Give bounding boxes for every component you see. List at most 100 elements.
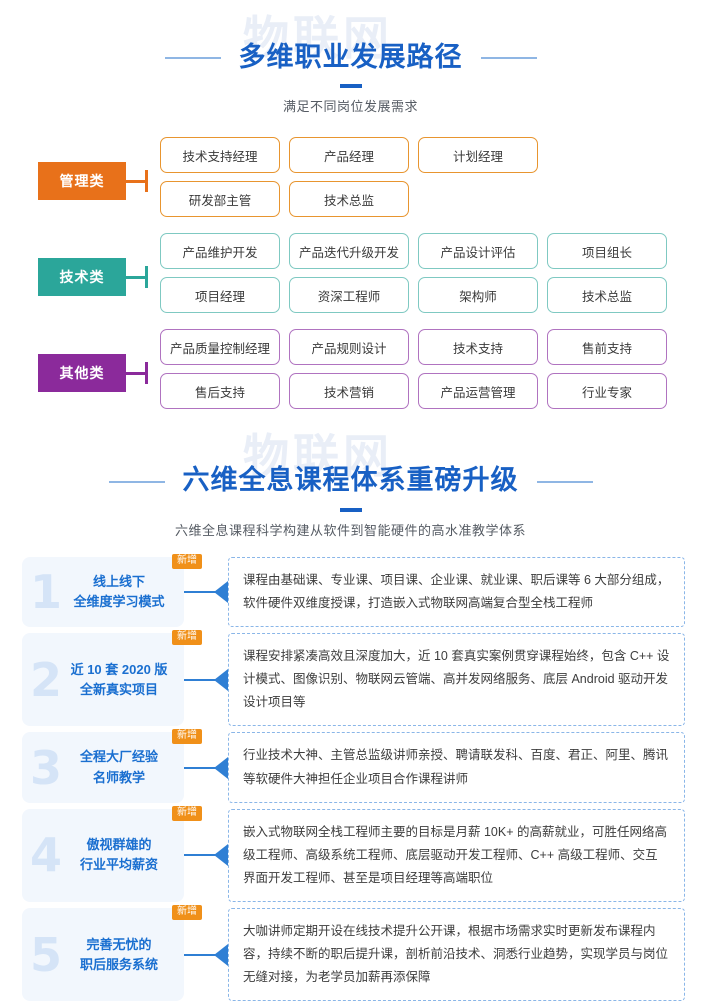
job-role-box[interactable]: 产品经理 (289, 137, 409, 174)
course-title-rule-left (108, 480, 165, 483)
feature-number: 2 (29, 652, 62, 707)
feature-label-line2: 全新真实项目 (79, 681, 158, 697)
career-job-row: 项目经理资深工程师架构师技术总监 (160, 277, 701, 314)
job-role-box[interactable]: 计划经理 (418, 137, 538, 174)
career-job-row: 技术支持经理产品经理计划经理 (160, 137, 701, 174)
feature-label-line1: 傲视群雄的 (86, 837, 152, 853)
feature-description-text: 课程由基础课、专业课、项目课、企业课、就业课、职后课等 6 大部分组成，软件硬件… (243, 572, 670, 610)
feature-label-line1: 线上线下 (92, 573, 145, 589)
job-role-box[interactable]: 产品运营管理 (418, 373, 538, 410)
career-job-rows: 技术支持经理产品经理计划经理研发部主管技术总监 (160, 137, 701, 225)
feature-description: 行业技术大神、主管总监级讲师亲授、聘请联发科、百度、君正、阿里、腾讯等软硬件大神… (228, 732, 685, 803)
course-subtitle: 六维全息课程科学构建从软件到智能硬件的高水准教学体系 (174, 522, 526, 538)
job-role-box[interactable]: 产品维护开发 (160, 233, 280, 270)
job-role-box[interactable]: 技术总监 (547, 277, 667, 314)
category-connector-icon (126, 170, 152, 193)
feature-description-text: 行业技术大神、主管总监级讲师亲授、聘请联发科、百度、君正、阿里、腾讯等软硬件大神… (243, 748, 669, 786)
job-role-box[interactable]: 技术支持 (418, 329, 538, 366)
new-badge: 新增 (172, 905, 202, 921)
job-role-box[interactable]: 项目组长 (547, 233, 667, 270)
job-role-box[interactable]: 行业专家 (547, 373, 667, 410)
job-role-box[interactable]: 售后支持 (160, 373, 280, 410)
feature-description: 课程由基础课、专业课、项目课、企业课、就业课、职后课等 6 大部分组成，软件硬件… (228, 556, 685, 628)
title-rule-right (480, 57, 537, 60)
career-path-diagram: 管理类技术支持经理产品经理计划经理研发部主管技术总监技术类产品维护开发产品迭代升… (0, 137, 701, 417)
feature-label: 全程大厂经验名师教学 (64, 747, 174, 787)
career-job-row: 研发部主管技术总监 (160, 181, 701, 218)
feature-number: 1 (29, 564, 62, 619)
job-role-box[interactable]: 架构师 (418, 277, 538, 314)
course-title-underline (339, 507, 362, 512)
career-section-header: 多维职业发展路径 满足不同岗位发展需求 (0, 0, 701, 115)
career-job-row: 产品维护开发产品迭代升级开发产品设计评估项目组长 (160, 233, 701, 270)
feature-label-line1: 全程大厂经验 (79, 749, 158, 765)
course-page-title: 六维全息课程体系重磅升级 (182, 465, 519, 497)
feature-arrow-icon (184, 809, 228, 902)
new-badge: 新增 (172, 553, 202, 569)
feature-label: 线上线下全维度学习模式 (64, 572, 174, 612)
career-category-group: 其他类产品质量控制经理产品规则设计技术支持售前支持售后支持技术营销产品运营管理行… (38, 329, 701, 417)
job-role-box[interactable]: 产品设计评估 (418, 233, 538, 270)
category-chip[interactable]: 技术类 (38, 258, 126, 297)
category-chip[interactable]: 管理类 (38, 162, 126, 201)
feature-description: 大咖讲师定期开设在线技术提升公开课，根据市场需求实时更新发布课程内容，持续不断的… (228, 908, 685, 1001)
new-badge: 新增 (172, 805, 202, 821)
course-section-header: 六维全息课程体系重磅升级 六维全息课程科学构建从软件到智能硬件的高水准教学体系 (0, 425, 701, 538)
feature-arrow-icon (184, 557, 228, 627)
job-role-box[interactable]: 技术总监 (289, 181, 409, 218)
course-title-rule-right (536, 480, 593, 483)
title-rule-left (164, 57, 221, 60)
feature-arrow-icon (184, 633, 228, 726)
job-role-box[interactable]: 项目经理 (160, 277, 280, 314)
feature-description: 嵌入式物联网全栈工程师主要的目标是月薪 10K+ 的高薪就业，可胜任网络高级工程… (228, 808, 685, 903)
job-role-box[interactable]: 技术支持经理 (160, 137, 280, 174)
feature-label-line2: 职后服务系统 (79, 956, 158, 972)
feature-arrow-icon (184, 908, 228, 1001)
career-category-left: 其他类 (38, 354, 160, 393)
feature-label-line1: 近 10 套 2020 版 (70, 661, 168, 677)
feature-description-text: 嵌入式物联网全栈工程师主要的目标是月薪 10K+ 的高薪就业，可胜任网络高级工程… (243, 824, 667, 885)
career-job-rows: 产品维护开发产品迭代升级开发产品设计评估项目组长项目经理资深工程师架构师技术总监 (160, 233, 701, 321)
job-role-box[interactable]: 产品规则设计 (289, 329, 409, 366)
course-title-row: 六维全息课程体系重磅升级 (0, 465, 701, 497)
career-job-row: 售后支持技术营销产品运营管理行业专家 (160, 373, 701, 410)
feature-label-line2: 全维度学习模式 (73, 593, 165, 609)
feature-label: 近 10 套 2020 版全新真实项目 (64, 660, 174, 700)
category-connector-icon (126, 266, 152, 289)
job-role-box[interactable]: 产品迭代升级开发 (289, 233, 409, 270)
feature-arrow-icon (184, 732, 228, 802)
feature-label: 完善无忧的职后服务系统 (64, 935, 174, 975)
job-role-box[interactable]: 技术营销 (289, 373, 409, 410)
job-role-box[interactable]: 产品质量控制经理 (160, 329, 280, 366)
career-page-title: 多维职业发展路径 (238, 42, 463, 73)
watermark-top: 物联网 (243, 12, 393, 64)
career-subtitle: 满足不同岗位发展需求 (282, 99, 418, 115)
feature-number: 4 (29, 828, 62, 883)
career-title-row: 多维职业发展路径 (0, 42, 701, 74)
new-badge: 新增 (172, 729, 202, 745)
job-role-box[interactable]: 售前支持 (547, 329, 667, 366)
feature-label-line2: 名师教学 (92, 769, 145, 785)
new-badge: 新增 (172, 630, 202, 646)
feature-description: 课程安排紧凑高效且深度加大，近 10 套真实案例贯穿课程始终，包含 C++ 设计… (228, 633, 685, 727)
feature-label: 傲视群雄的行业平均薪资 (64, 835, 174, 875)
career-category-group: 管理类技术支持经理产品经理计划经理研发部主管技术总监 (38, 137, 701, 225)
career-category-left: 管理类 (38, 162, 160, 201)
job-role-box[interactable]: 研发部主管 (160, 181, 280, 218)
feature-number: 3 (29, 740, 62, 795)
job-role-box[interactable]: 资深工程师 (289, 277, 409, 314)
category-chip[interactable]: 其他类 (38, 354, 126, 393)
category-connector-icon (126, 362, 152, 385)
career-category-left: 技术类 (38, 258, 160, 297)
